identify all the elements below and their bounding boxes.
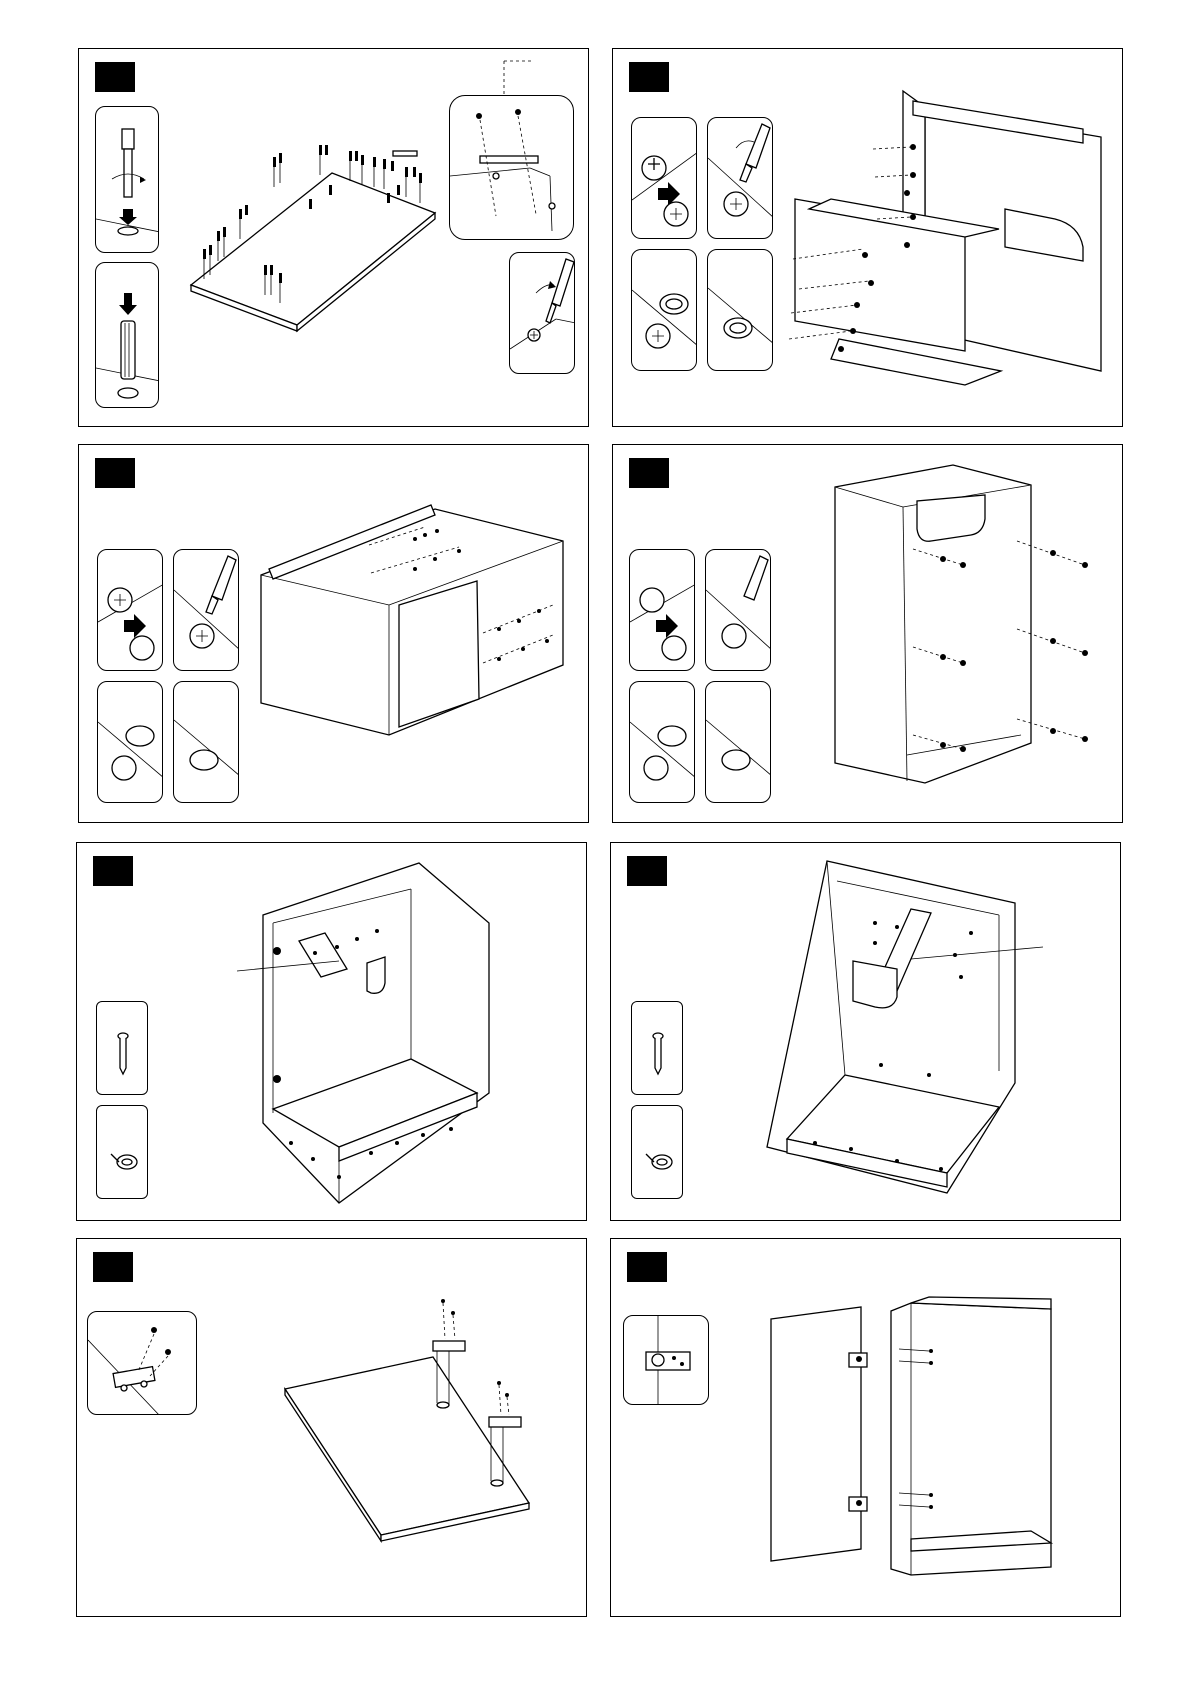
cabinet-open-view-shelf [77, 843, 588, 1222]
cabinet-open-view-rail [611, 843, 1122, 1222]
cabinet-with-door [611, 1239, 1122, 1618]
step-8-panel [610, 1238, 1121, 1617]
step-3-panel [78, 444, 589, 823]
step-6-panel [610, 842, 1121, 1221]
door-panel-with-hinges [77, 1239, 588, 1618]
step-2-panel [612, 48, 1123, 427]
bracket-detail-callout [449, 95, 574, 240]
screwdriver-detail-callout [509, 252, 575, 374]
carcass-cabinet-assembly [79, 445, 590, 824]
cabinet-back-view [613, 445, 1124, 824]
step-5-panel [76, 842, 587, 1221]
metal-bracket-icon [450, 96, 574, 240]
step-7-panel [76, 1238, 587, 1617]
step-4-panel [612, 444, 1123, 823]
carcass-side-assembly [613, 49, 1124, 428]
screwdriver-icon [510, 253, 575, 374]
step-1-panel [78, 48, 589, 427]
